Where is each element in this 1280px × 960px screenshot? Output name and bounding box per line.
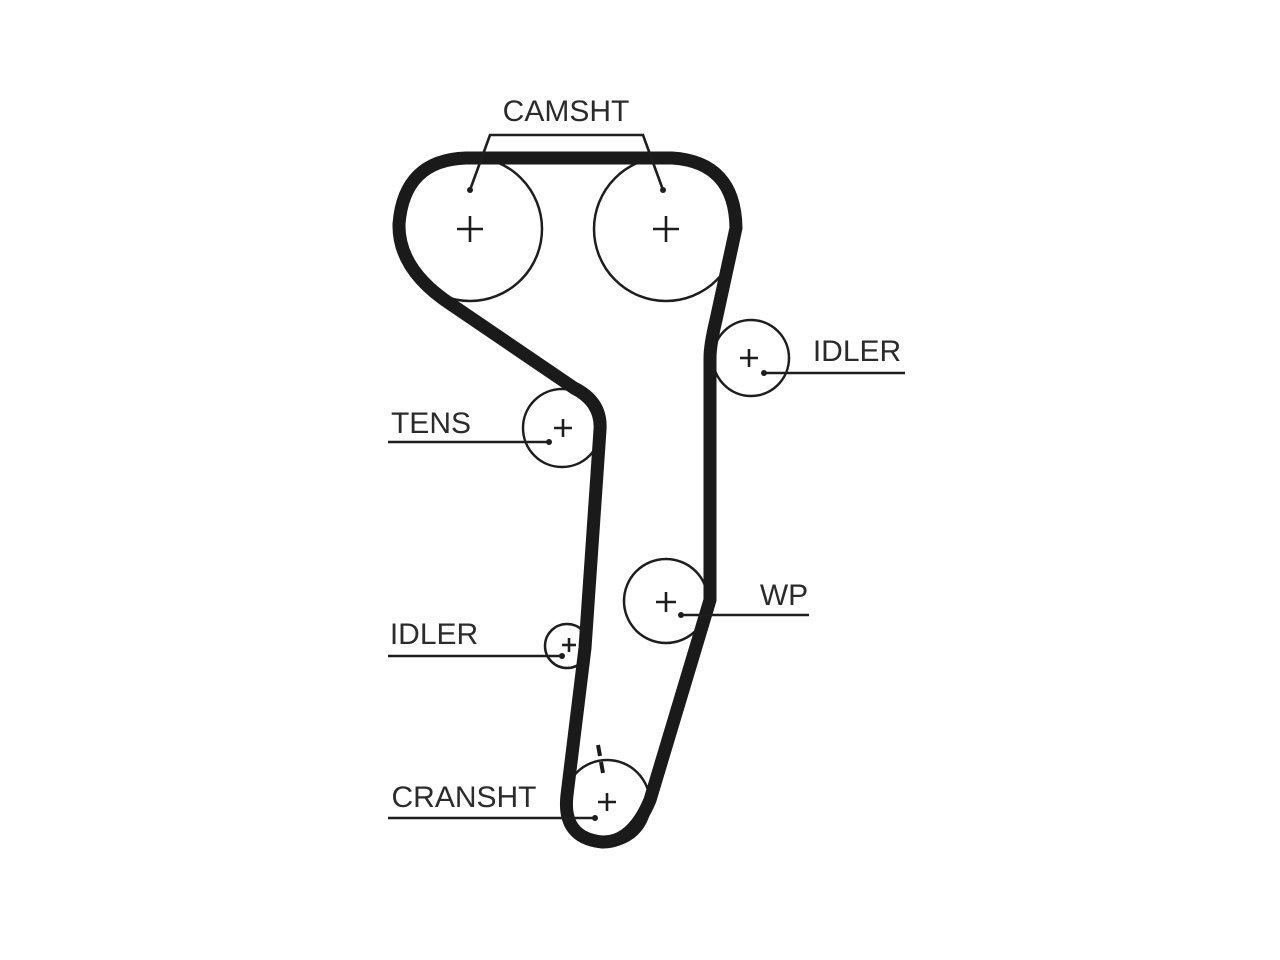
water-pump-center-cross-icon [656,592,676,612]
pulley-centers [457,216,758,811]
idler-upper-center-cross-icon [740,349,758,367]
camshaft-leader [468,133,665,191]
water-pump-label: WP [760,579,808,612]
tensioner-center-cross-icon [554,419,572,437]
crankshaft-center-cross-icon [598,793,616,811]
camshaft-left-center-cross-icon [457,216,483,242]
idler-upper-label: IDLER [813,335,901,368]
idler-lower-label: IDLER [390,618,478,651]
idler-lower-center-cross-icon [562,638,576,652]
camshaft-label: CAMSHT [503,95,630,128]
camshaft-right-center-cross-icon [653,216,679,242]
crankshaft-timing-mark [596,744,605,774]
tensioner-label: TENS [391,407,471,440]
leader-lines [388,133,905,821]
timing-belt [392,151,743,849]
labels: CAMSHT IDLER TENS WP IDLER CRANSHT [390,95,901,814]
crankshaft-label: CRANSHT [391,781,536,814]
